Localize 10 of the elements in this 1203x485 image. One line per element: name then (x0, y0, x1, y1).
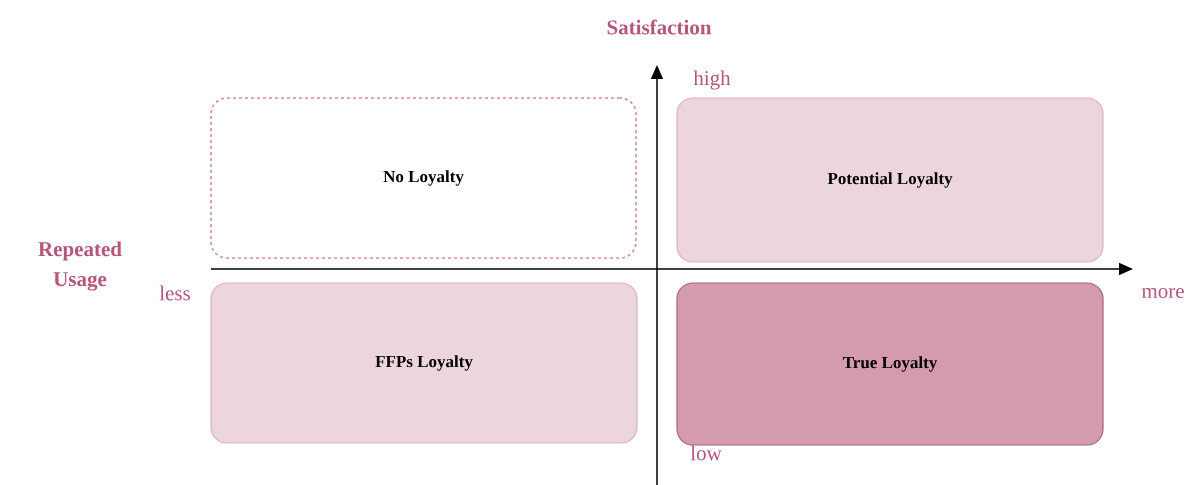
quadrant-box: Potential Loyalty (676, 97, 1104, 263)
axis-title: Repeated Usage (38, 241, 122, 291)
quadrant-box: No Loyalty (210, 97, 637, 259)
axis-label: high (693, 70, 731, 90)
quadrant-box: True Loyalty (676, 282, 1104, 446)
axis-label: low (690, 445, 722, 461)
quadrant-box: FFPs Loyalty (210, 282, 638, 444)
axis-label: more (1141, 287, 1184, 299)
axis-title: Satisfaction (607, 19, 712, 35)
axis-label: less (159, 285, 190, 301)
